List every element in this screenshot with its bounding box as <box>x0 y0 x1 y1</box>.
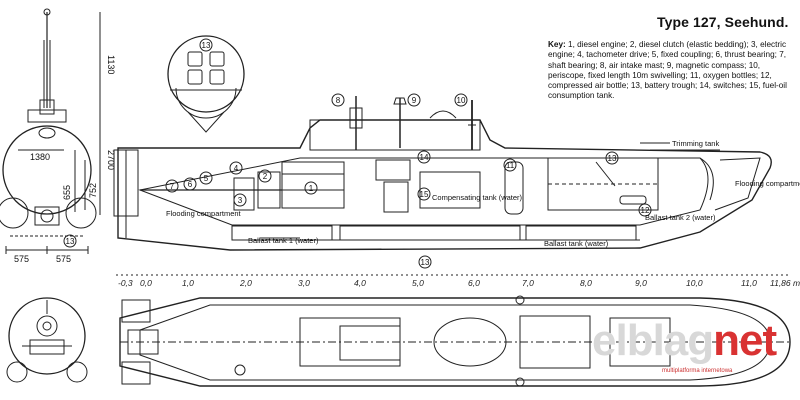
label-ballast-tank-3: Ballast tank (water) <box>544 239 609 248</box>
scale-label: -0,3 <box>118 278 133 288</box>
dim-d1: 1380 <box>30 152 50 162</box>
key-legend: Key: 1, diesel engine; 2, diesel clutch … <box>548 40 794 102</box>
dim-d2: 655 <box>62 185 72 200</box>
callout-numbers: 1 2 3 4 5 6 7 8 9 10 11 12 13 14 15 13 1… <box>66 41 650 267</box>
callout-8: 8 <box>336 96 341 105</box>
callout-3: 3 <box>238 196 243 205</box>
scale-label: 11,86 m <box>770 278 800 288</box>
scale-label: 0,0 <box>140 278 152 288</box>
dimension-labels: 1130 2700 1380 655 752 575 575 <box>14 55 116 264</box>
scale-label: 5,0 <box>412 278 424 288</box>
callout-1: 1 <box>309 184 314 193</box>
scale-label: 7,0 <box>522 278 534 288</box>
callout-13-c: 13 <box>66 237 75 246</box>
callout-10: 10 <box>457 96 466 105</box>
callout-13: 13 <box>421 258 430 267</box>
label-trimming-tank: Trimming tank <box>672 139 719 148</box>
watermark-suffix: net <box>713 316 777 365</box>
callout-15: 15 <box>420 190 429 199</box>
front-view <box>0 8 101 254</box>
scale-label: 10,0 <box>686 278 703 288</box>
scale-labels: -0,3 0,0 1,0 2,0 3,0 4,0 5,0 6,0 7,0 8,0 9,0 10,0 11… <box>118 278 800 288</box>
dim-mid-height: 2700 <box>106 150 116 170</box>
dim-w2: 575 <box>56 254 71 264</box>
scale-label: 11,0 <box>741 278 757 288</box>
scale-label: 8,0 <box>580 278 592 288</box>
callout-2: 2 <box>263 172 268 181</box>
callout-12: 12 <box>641 206 650 215</box>
cross-section-view <box>167 35 245 133</box>
callout-6: 6 <box>188 180 193 189</box>
callout-7: 7 <box>170 182 175 191</box>
callout-11: 11 <box>506 161 515 170</box>
key-heading: Key: <box>548 40 566 49</box>
callout-14: 14 <box>420 153 429 162</box>
label-compensating-tank: Compensating tank (water) <box>432 193 523 202</box>
dim-height: 1130 <box>106 55 116 74</box>
dim-d3: 752 <box>88 183 98 198</box>
label-ballast-tank-2: Ballast tank 2 (water) <box>645 213 716 222</box>
scale-label: 2,0 <box>239 278 252 288</box>
label-flooding-fwd: Flooding compartment <box>166 209 242 218</box>
scale-label: 4,0 <box>354 278 366 288</box>
dim-w1: 575 <box>14 254 29 264</box>
callout-13-b: 13 <box>608 154 617 163</box>
scale-label: 6,0 <box>468 278 480 288</box>
callout-9: 9 <box>412 96 417 105</box>
label-flooding-aft: Flooding compartment <box>735 179 800 188</box>
bottom-front-view <box>6 297 88 383</box>
scale-label: 1,0 <box>182 278 194 288</box>
plan-view <box>119 295 791 387</box>
callout-13-d: 13 <box>202 41 211 50</box>
callout-markers <box>165 93 652 269</box>
scale-label: 3,0 <box>298 278 310 288</box>
compartment-labels: Trimming tank Flooding compartment Compe… <box>166 139 800 248</box>
side-profile-view <box>113 96 772 251</box>
key-text: 1, diesel engine; 2, diesel clutch (elas… <box>548 40 787 101</box>
diagram-title: Type 127, Seehund. <box>657 14 789 30</box>
callout-5: 5 <box>204 174 209 183</box>
watermark-word: elblag <box>592 316 714 365</box>
label-ballast-tank-1: Ballast tank 1 (water) <box>248 236 319 245</box>
watermark-logo: elblagnet <box>592 316 777 366</box>
scale-label: 9,0 <box>635 278 647 288</box>
watermark-subtitle: multiplatforma internetowa <box>662 368 733 374</box>
callout-4: 4 <box>234 164 239 173</box>
